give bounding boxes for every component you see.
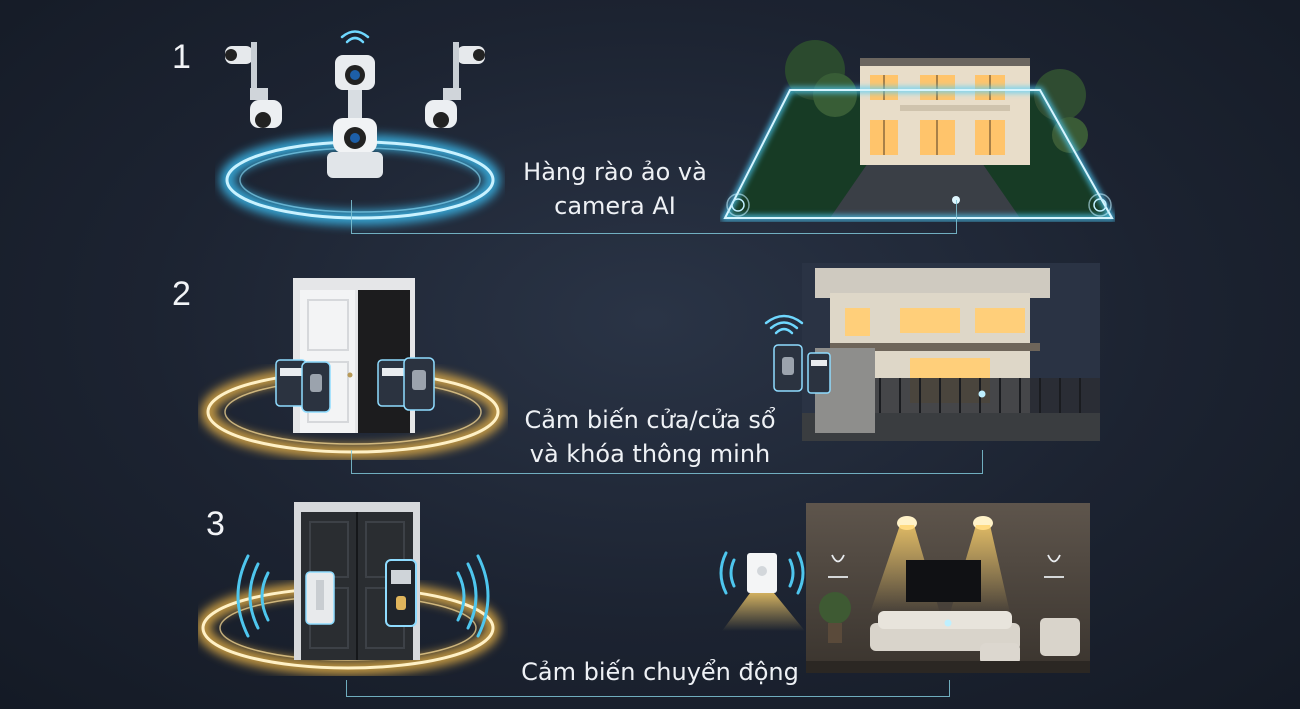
section-2-connector [351, 450, 983, 474]
caption-line: Hàng rào ảo và [523, 158, 707, 186]
section-3-number: 3 [206, 505, 225, 543]
caption-line: Cảm biến cửa/cửa sổ [524, 406, 776, 434]
wifi-icon [340, 30, 370, 44]
house-door-sensor-image [760, 263, 1100, 441]
door-sensor-icon [275, 359, 331, 413]
living-room-motion-image [710, 503, 1090, 673]
motion-sensor-icon [722, 553, 805, 631]
door-sensor-lock-cluster [198, 272, 508, 462]
caption-line: camera AI [554, 192, 676, 220]
section-1-connector [351, 200, 957, 234]
house-virtual-fence-image [720, 40, 1115, 222]
section-2-number: 2 [172, 275, 191, 313]
ai-camera-cluster [215, 30, 505, 235]
caption-line: Cảm biến chuyển động [521, 658, 799, 686]
motion-sensor-door-cluster [198, 498, 508, 678]
section-3-caption: Cảm biến chuyển động [505, 655, 815, 689]
caption-line: và khóa thông minh [529, 440, 771, 468]
section-2-caption: Cảm biến cửa/cửa sổ và khóa thông minh [515, 403, 785, 471]
smart-lock-icon [377, 357, 435, 411]
section-1-number: 1 [172, 38, 191, 76]
section-1-caption: Hàng rào ảo và camera AI [505, 155, 725, 223]
section-3-connector [346, 680, 950, 697]
